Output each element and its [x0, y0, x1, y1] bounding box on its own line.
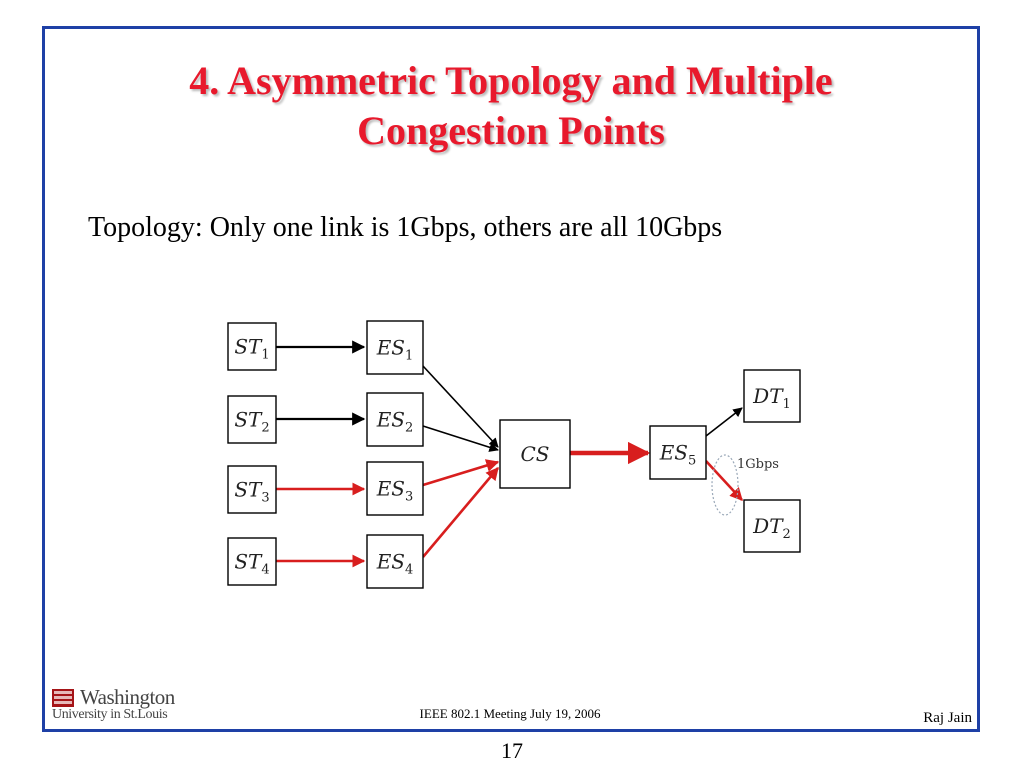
node-box	[743, 499, 801, 553]
node-box	[649, 425, 707, 480]
link-es2-to-cs	[422, 425, 499, 452]
node-dt2: DT2	[743, 499, 801, 553]
node-box	[366, 392, 424, 447]
node-label: DT1	[752, 384, 791, 412]
shield-icon	[52, 689, 74, 707]
node-label: ST4	[234, 550, 269, 578]
node-box	[499, 419, 571, 489]
node-es5: ES5	[649, 425, 707, 480]
slide-title-line-1: 4. Asymmetric Topology and Multiple	[189, 58, 833, 103]
node-box	[227, 465, 277, 514]
node-es4: ES4	[366, 534, 424, 589]
node-label: ES1	[376, 336, 414, 364]
node-cs: CS	[499, 419, 571, 489]
logo-text-washington: Washington	[80, 685, 175, 709]
footer-meeting: IEEE 802.1 Meeting July 19, 2006	[419, 706, 601, 721]
link-es4-to-cs	[422, 467, 499, 558]
page-number: 17	[501, 738, 523, 763]
node-label: ES2	[376, 408, 414, 436]
node-box	[366, 461, 424, 516]
node-box	[743, 369, 801, 423]
footer-author: Raj Jain	[923, 710, 972, 726]
link-es5-to-dt2	[705, 460, 743, 501]
slide-title-line-2: Congestion Points	[357, 108, 665, 153]
bottleneck-label: 1Gbps	[737, 457, 779, 472]
node-box	[366, 534, 424, 589]
node-label: ST1	[234, 335, 269, 363]
node-label: DT2	[752, 514, 791, 542]
node-label: ST3	[234, 478, 269, 506]
node-es2: ES2	[366, 392, 424, 447]
university-logo: Washington University in St.Louis	[52, 685, 202, 728]
slide-title: 4. Asymmetric Topology and Multiple Cong…	[42, 56, 980, 156]
node-box	[227, 322, 277, 371]
link-es1-to-cs	[422, 365, 499, 448]
node-label: CS	[520, 442, 549, 466]
bottleneck-annotation: 1Gbps	[711, 454, 779, 516]
node-box	[227, 395, 277, 444]
node-st4: ST4	[227, 537, 277, 586]
logo-text-university: University in St.Louis	[52, 707, 168, 722]
node-es3: ES3	[366, 461, 424, 516]
node-label: ES3	[376, 477, 414, 505]
link-es3-to-cs	[422, 459, 500, 487]
node-st2: ST2	[227, 395, 277, 444]
node-dt1: DT1	[743, 369, 801, 423]
node-label: ES4	[376, 550, 414, 578]
node-es1: ES1	[366, 320, 424, 375]
node-label: ST2	[234, 408, 269, 436]
links-layer	[276, 340, 743, 568]
slide-frame	[42, 26, 980, 732]
node-st1: ST1	[227, 322, 277, 371]
node-box	[227, 537, 277, 586]
topology-description: Topology: Only one link is 1Gbps, others…	[88, 212, 723, 243]
bottleneck-loop	[711, 454, 739, 516]
link-es5-to-dt1	[705, 407, 743, 437]
node-label: ES5	[659, 441, 697, 469]
node-box	[366, 320, 424, 375]
node-st3: ST3	[227, 465, 277, 514]
